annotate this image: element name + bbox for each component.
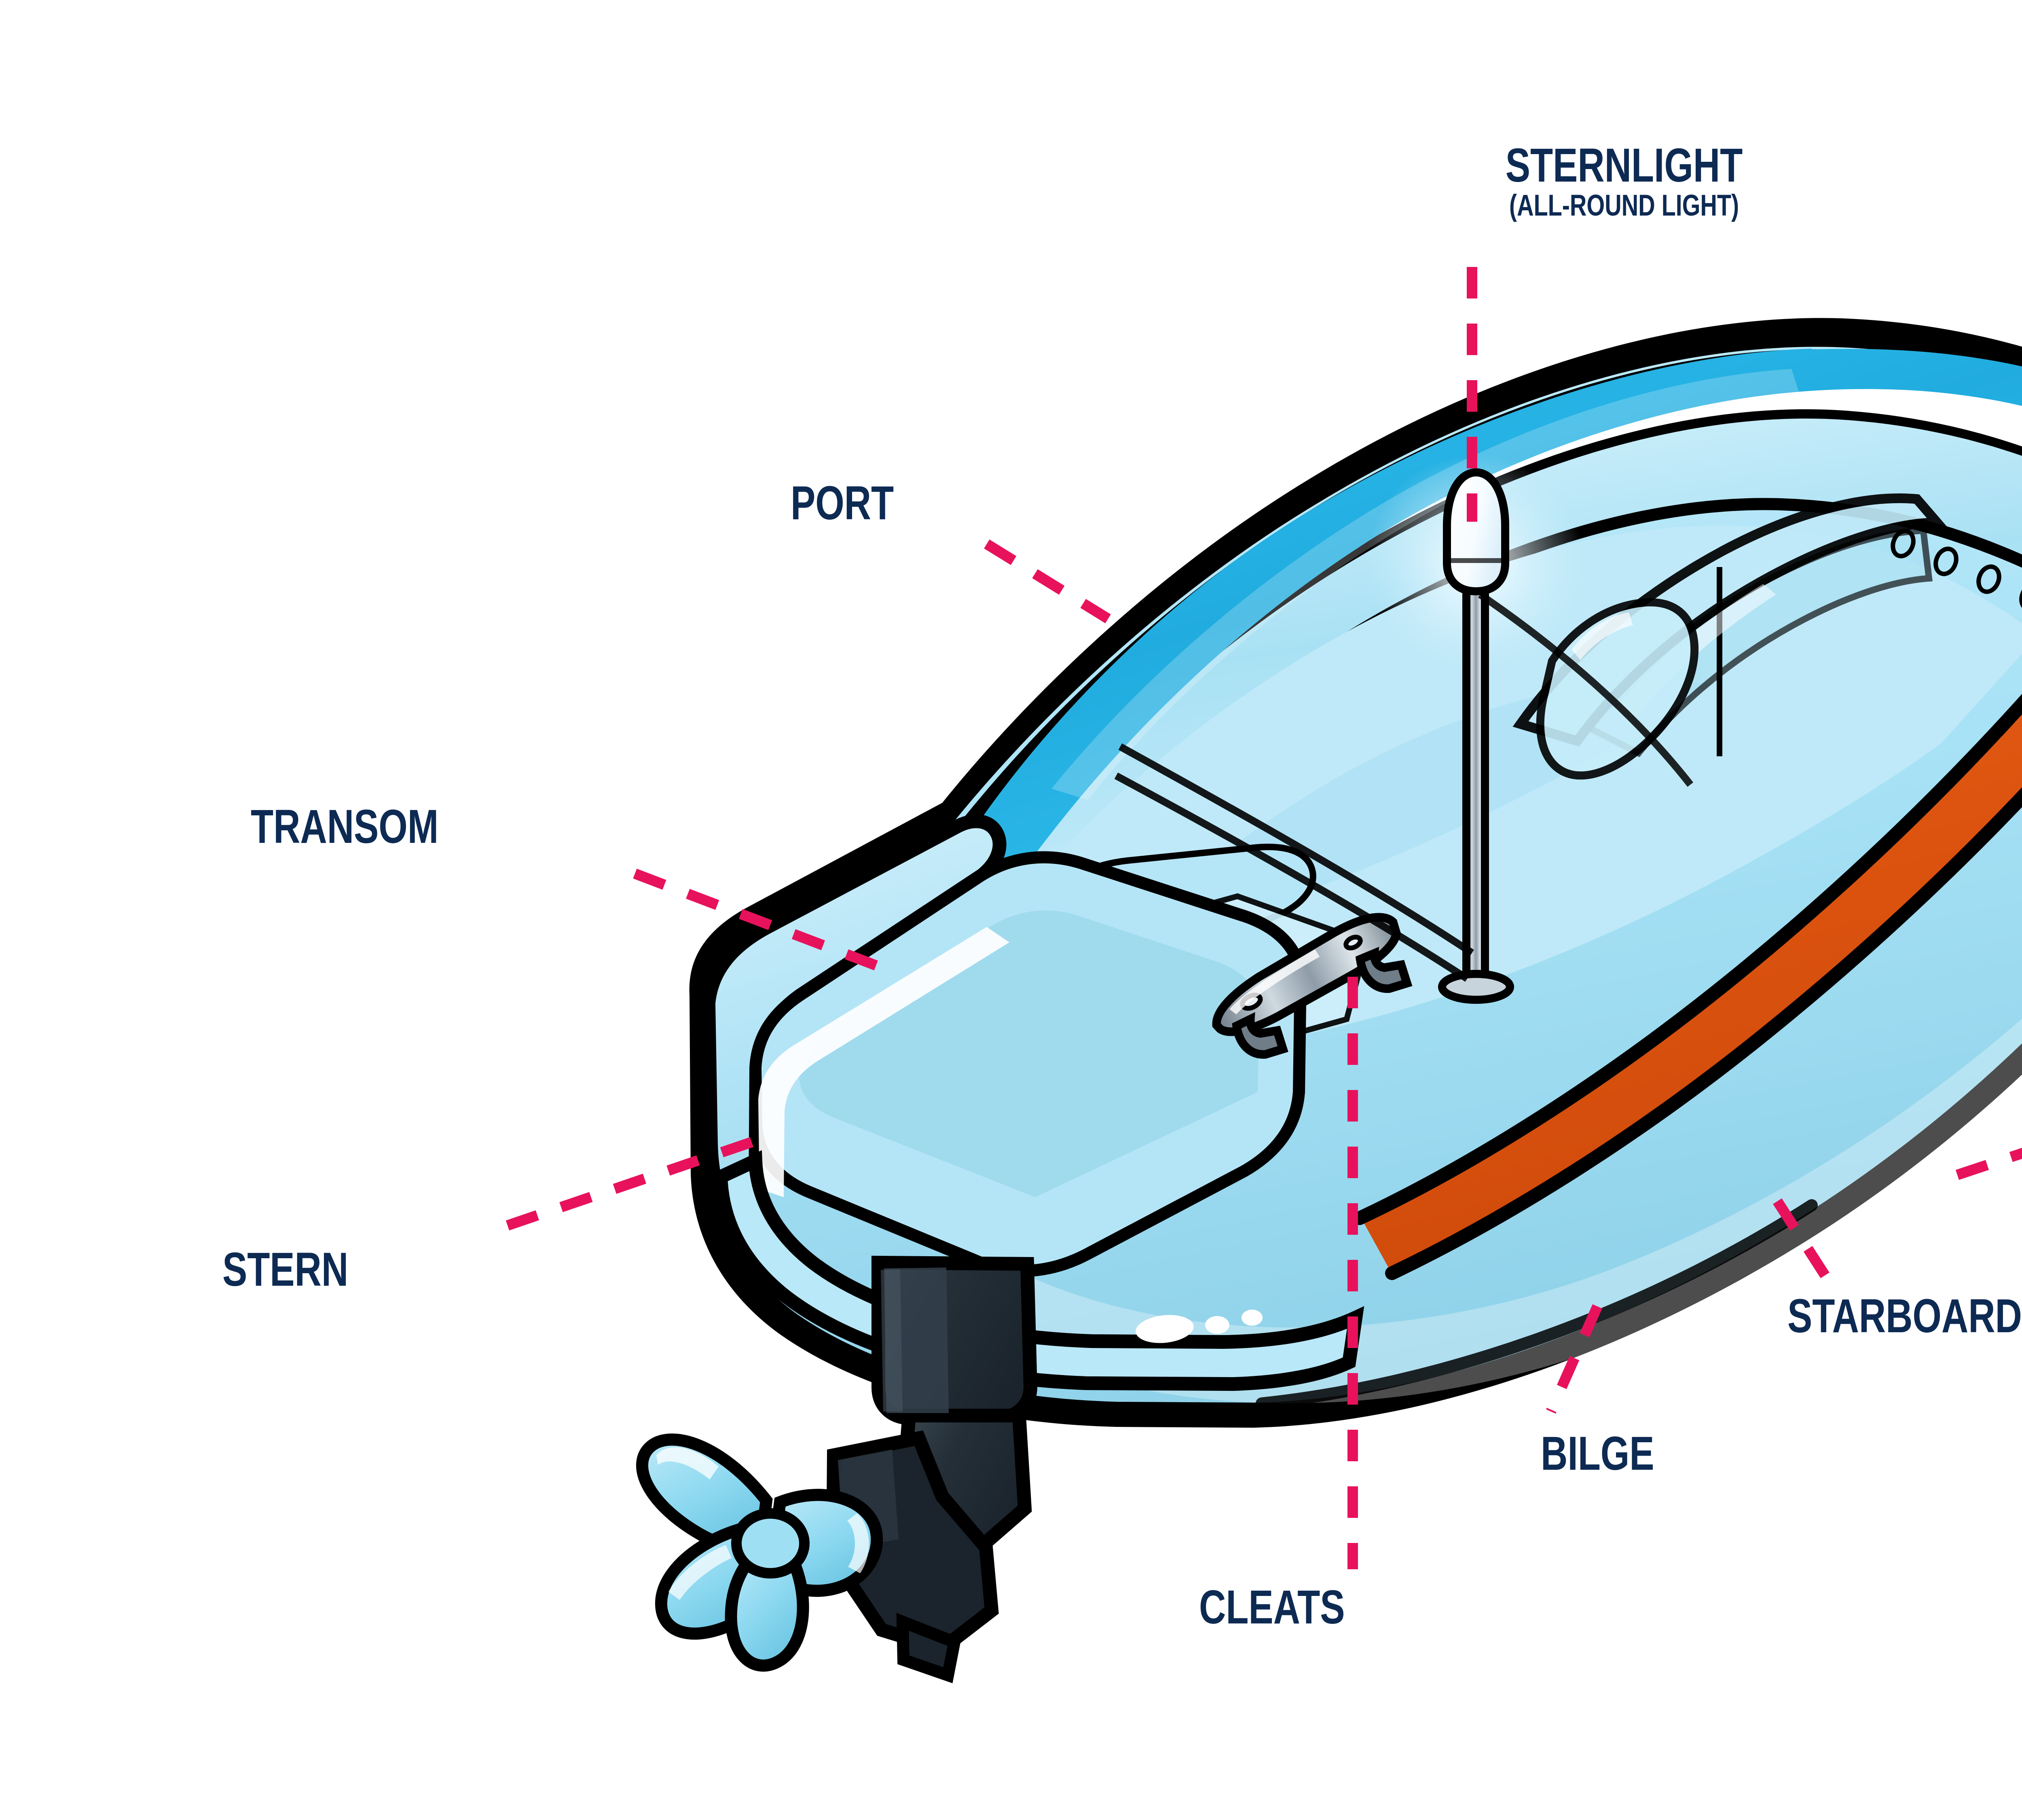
stripe-edge-upper — [1353, 694, 2022, 1225]
sternlight — [1366, 454, 1584, 1004]
label-stern-text: STERN — [222, 1243, 349, 1296]
motor-skeg — [896, 1613, 962, 1683]
label-cleats: CLEATS — [1199, 1581, 1345, 1634]
prop-shine-1 — [656, 1447, 719, 1479]
tow-line-1 — [1118, 743, 1474, 956]
deck-rivets — [1891, 529, 2022, 612]
tow-line-2 — [1114, 772, 1469, 982]
motor-highlight — [881, 1269, 903, 1412]
label-port: PORT — [791, 476, 894, 530]
cleat-horn-left — [1232, 1012, 1288, 1059]
leader-bilge — [1546, 1304, 1602, 1414]
cleat-stern — [1212, 913, 1413, 1059]
label-sternlight: STERNLIGHT (ALL-ROUND LIGHT) — [1505, 139, 1743, 222]
label-transom-text: TRANSOM — [251, 800, 439, 853]
cleat-horn-right — [1355, 947, 1413, 993]
sternlight-base — [1438, 970, 1514, 1004]
stripe-edge-lower — [1385, 787, 2022, 1280]
label-bilge-text: BILGE — [1541, 1427, 1654, 1480]
leader-transom — [633, 868, 892, 976]
leader-stern — [506, 1135, 758, 1231]
cleat-bolt-right — [1343, 935, 1363, 950]
helm-seat-highlight — [1571, 612, 1633, 660]
prop-shine-2 — [847, 1513, 869, 1573]
leader-keel — [1955, 1147, 2022, 1180]
leader-port — [984, 539, 1111, 624]
keel-line — [1256, 1199, 1818, 1409]
label-starboard-text: STARBOARD — [1787, 1289, 2022, 1343]
leader-starboard — [1773, 1198, 1836, 1289]
boat-group — [636, 318, 2022, 1683]
label-cleats-text: CLEATS — [1199, 1581, 1345, 1634]
label-port-text: PORT — [791, 476, 894, 530]
prop-blade-lower — [725, 1541, 809, 1672]
label-sternlight-text: STERNLIGHT — [1505, 139, 1743, 192]
prop-hub — [731, 1508, 810, 1579]
tow-line-3 — [1478, 591, 1694, 787]
label-sternlight-subtext: (ALL-ROUND LIGHT) — [1509, 188, 1739, 222]
label-bilge: BILGE — [1541, 1427, 1654, 1480]
label-stern: STERN — [222, 1243, 349, 1296]
sternlight-lamp-shine — [1456, 481, 1472, 508]
label-transom: TRANSOM — [251, 800, 439, 853]
leader-lines — [506, 267, 2022, 1569]
propeller — [636, 1433, 883, 1672]
prop-shine-3 — [668, 1545, 732, 1600]
label-starboard: STARBOARD — [1787, 1289, 2022, 1343]
transom-lip — [758, 927, 1009, 1197]
cleat-shine — [1229, 949, 1320, 1015]
